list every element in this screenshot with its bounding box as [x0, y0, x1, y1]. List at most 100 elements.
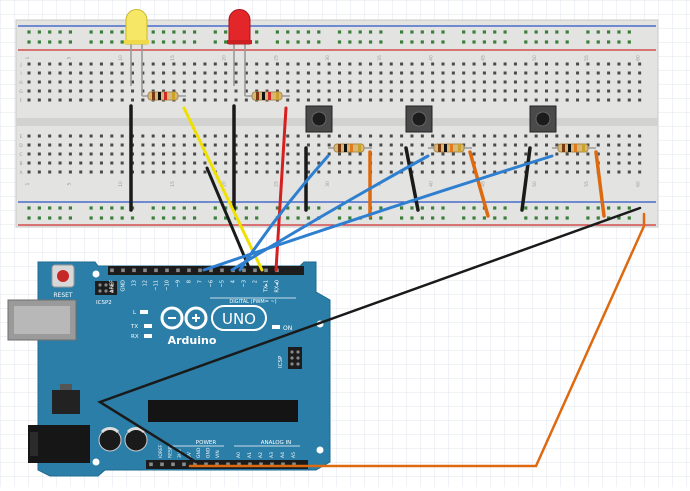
blue-wire[interactable] — [230, 154, 430, 272]
rail-hole — [68, 206, 72, 210]
terminal-hole — [79, 98, 83, 102]
terminal-hole — [503, 80, 507, 84]
row-letter: H — [19, 80, 22, 86]
terminal-hole — [120, 71, 124, 75]
rail-hole — [213, 40, 217, 44]
rail-hole — [58, 216, 62, 220]
terminal-hole — [182, 134, 186, 138]
terminal-hole — [451, 71, 455, 75]
terminal-hole — [327, 143, 331, 147]
terminal-hole — [576, 134, 580, 138]
pushbutton[interactable] — [305, 105, 333, 133]
rail-hole — [555, 30, 559, 34]
rail-hole — [58, 40, 62, 44]
rail-hole — [503, 30, 507, 34]
terminal-hole — [296, 71, 300, 75]
terminal-hole — [193, 134, 197, 138]
terminal-hole — [410, 134, 414, 138]
terminal-hole — [110, 80, 114, 84]
terminal-hole — [410, 152, 414, 156]
terminal-hole — [441, 152, 445, 156]
blue-wire[interactable] — [238, 154, 330, 272]
terminal-hole — [162, 71, 166, 75]
terminal-hole — [348, 80, 352, 84]
yellow-wire[interactable] — [182, 106, 264, 272]
rail-hole — [534, 206, 538, 210]
pushbutton[interactable] — [405, 105, 433, 133]
long-black-wire[interactable] — [97, 206, 642, 464]
terminal-hole — [389, 161, 393, 165]
terminal-hole — [131, 71, 134, 75]
terminal-hole — [193, 161, 197, 165]
terminal-hole — [596, 62, 600, 66]
column-number: 55 — [584, 181, 590, 187]
terminal-hole — [327, 71, 331, 75]
power-pin-label: RESET — [168, 443, 174, 458]
terminal-hole — [275, 152, 279, 156]
terminal-hole — [627, 170, 631, 174]
long-orange-wire[interactable] — [188, 212, 646, 468]
terminal-hole — [203, 143, 207, 147]
row-letter: E — [20, 134, 23, 140]
terminal-hole — [99, 170, 103, 174]
terminal-hole — [545, 152, 548, 156]
terminal-hole — [306, 161, 310, 165]
rail-hole — [193, 30, 197, 34]
blue-wire[interactable] — [202, 154, 554, 272]
rail-hole — [555, 206, 559, 210]
terminal-hole — [110, 143, 114, 147]
terminal-hole — [317, 170, 321, 174]
orange-wire[interactable] — [594, 150, 606, 218]
terminal-hole — [607, 134, 611, 138]
terminal-hole — [534, 89, 538, 93]
terminal-hole — [141, 98, 145, 102]
terminal-hole — [68, 71, 72, 75]
terminal-hole — [545, 134, 548, 138]
reset-button-cap[interactable] — [57, 270, 69, 282]
terminal-hole — [234, 170, 238, 174]
terminal-hole — [462, 161, 466, 165]
rail-hole — [555, 40, 559, 44]
rail-hole — [410, 40, 414, 44]
rail-hole — [213, 206, 217, 210]
terminal-hole — [141, 62, 145, 66]
column-number: 50 — [532, 181, 538, 187]
resistor — [328, 143, 372, 153]
terminal-hole — [182, 152, 186, 156]
terminal-hole — [338, 161, 341, 165]
terminal-hole — [244, 89, 248, 93]
terminal-hole — [431, 170, 435, 174]
terminal-hole — [358, 134, 362, 138]
terminal-hole — [431, 143, 435, 147]
rail-hole — [410, 206, 414, 210]
rail-hole — [306, 216, 311, 220]
terminal-hole — [482, 89, 486, 93]
terminal-hole — [27, 152, 31, 156]
terminal-hole — [317, 134, 321, 138]
terminal-hole — [58, 143, 62, 147]
terminal-hole — [172, 71, 176, 75]
terminal-hole — [27, 62, 31, 66]
black-wire[interactable] — [205, 166, 252, 272]
terminal-hole — [410, 143, 414, 147]
rail-hole — [37, 206, 41, 210]
terminal-hole — [120, 80, 124, 84]
rail-hole — [596, 216, 600, 220]
terminal-hole — [513, 134, 517, 138]
rail-hole — [524, 206, 528, 210]
terminal-hole — [545, 143, 548, 147]
terminal-hole — [317, 161, 321, 165]
terminal-hole — [58, 98, 62, 102]
terminal-hole — [524, 89, 528, 93]
terminal-hole — [338, 62, 341, 66]
terminal-hole — [286, 170, 290, 174]
header-pin — [187, 268, 191, 273]
terminal-hole — [369, 89, 373, 93]
terminal-hole — [286, 98, 290, 102]
rail-hole — [99, 206, 104, 210]
pushbutton[interactable] — [529, 105, 557, 133]
terminal-hole — [607, 62, 611, 66]
black-wire[interactable] — [520, 146, 532, 212]
orange-wire[interactable] — [468, 150, 490, 218]
